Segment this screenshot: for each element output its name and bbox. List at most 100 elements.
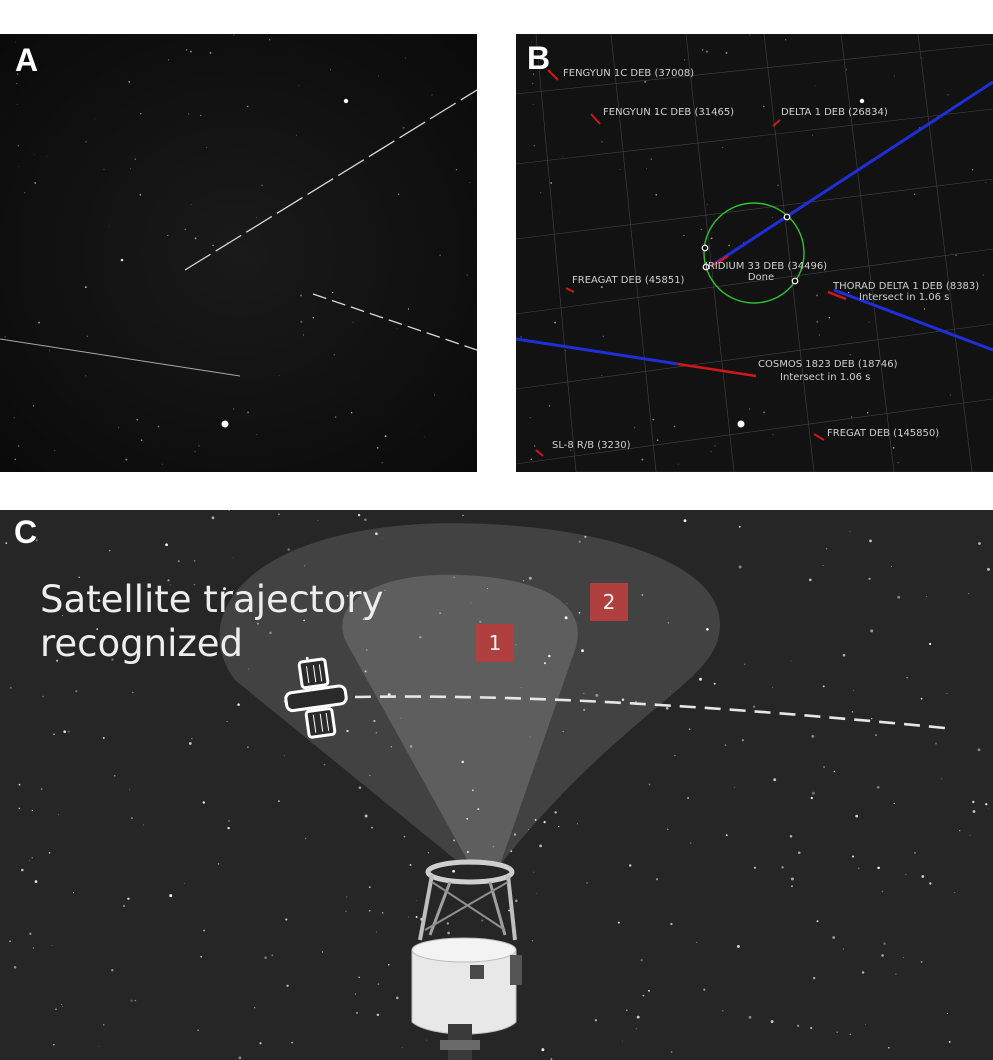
star	[890, 565, 892, 568]
star	[602, 335, 604, 337]
star	[533, 145, 535, 147]
trajectory-title-line1: Satellite trajectory	[40, 578, 384, 621]
star	[103, 635, 106, 637]
star	[851, 416, 853, 418]
star	[798, 851, 801, 855]
star	[346, 595, 349, 597]
star	[395, 996, 399, 1000]
star	[791, 885, 793, 887]
star	[53, 1044, 55, 1046]
star	[247, 411, 250, 414]
star	[352, 321, 354, 323]
star	[86, 335, 88, 337]
star	[167, 579, 170, 582]
star	[714, 445, 716, 447]
star	[452, 869, 455, 873]
star	[583, 692, 585, 694]
star	[286, 984, 289, 988]
star	[674, 755, 676, 757]
star	[85, 375, 87, 377]
star	[950, 394, 951, 396]
star	[935, 742, 937, 745]
star	[56, 659, 59, 662]
star	[245, 591, 249, 595]
star	[753, 866, 757, 869]
star	[300, 320, 303, 323]
panel-c-illustration: C 1 2	[0, 510, 993, 1060]
star	[390, 746, 392, 748]
star	[670, 691, 672, 692]
star	[926, 596, 927, 598]
star	[810, 796, 813, 800]
star	[789, 835, 793, 838]
star	[895, 973, 897, 975]
star	[570, 449, 572, 452]
star	[722, 146, 723, 148]
label-delta-26834: DELTA 1 DEB (26834)	[781, 107, 888, 118]
star	[129, 789, 131, 791]
star	[384, 589, 386, 592]
star	[784, 38, 787, 41]
star	[550, 154, 551, 155]
star	[439, 612, 441, 614]
star	[534, 445, 536, 447]
star	[190, 204, 192, 205]
star	[427, 852, 430, 854]
star	[515, 899, 518, 903]
star	[601, 375, 603, 377]
star	[561, 155, 563, 157]
star	[206, 146, 207, 148]
star	[185, 49, 188, 51]
label-cosmos-18746: COSMOS 1823 DEB (18746)	[758, 359, 898, 370]
star	[738, 525, 741, 528]
star	[335, 416, 337, 418]
star	[920, 960, 923, 963]
fov-cone-narrow	[342, 574, 578, 865]
star	[405, 57, 407, 59]
star	[111, 658, 114, 661]
star	[634, 427, 636, 429]
star	[17, 145, 19, 147]
panel-b-annotated-image: FENGYUN 1C DEB (37008) FENGYUN 1C DEB (3…	[516, 34, 993, 472]
satellite-icon	[284, 657, 348, 739]
star	[586, 882, 588, 884]
star	[125, 458, 128, 461]
star	[481, 919, 484, 922]
star	[870, 629, 874, 633]
panel-a-stars	[4, 34, 471, 465]
star	[111, 969, 114, 972]
star	[706, 50, 708, 53]
star	[377, 75, 380, 77]
star	[790, 877, 794, 881]
star	[108, 549, 111, 552]
star	[226, 721, 228, 722]
trajectory-title: Satellite trajectory recognized	[40, 578, 383, 666]
star	[695, 941, 698, 944]
star	[165, 543, 168, 547]
star	[868, 577, 871, 580]
star	[892, 446, 895, 449]
star	[772, 434, 774, 436]
star	[447, 931, 450, 935]
label-fengyun-37008: FENGYUN 1C DEB (37008)	[563, 68, 694, 79]
star	[368, 886, 371, 889]
star	[13, 965, 17, 969]
star	[78, 576, 80, 578]
star	[814, 85, 816, 87]
telescope-icon	[411, 859, 522, 1060]
panel-a-streak-2	[312, 293, 477, 351]
panel-b-star	[859, 98, 865, 104]
panel-a-letter: A	[15, 42, 39, 78]
star	[600, 286, 603, 288]
star	[139, 193, 142, 196]
star	[431, 94, 433, 96]
star	[636, 1015, 640, 1019]
star	[677, 463, 679, 465]
star	[9, 686, 12, 689]
star	[625, 225, 626, 227]
panel-a-streak-3	[0, 338, 241, 377]
star	[377, 983, 380, 985]
star	[373, 719, 376, 723]
star	[63, 730, 67, 734]
star	[18, 783, 21, 786]
